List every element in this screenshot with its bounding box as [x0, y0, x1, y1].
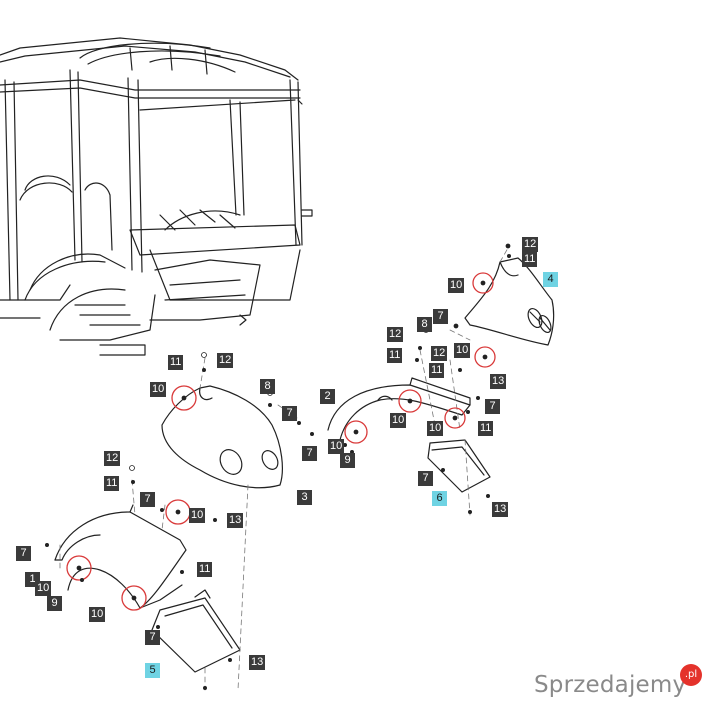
watermark-text: Sprzedajemy [534, 672, 687, 698]
callout-label: 11 [104, 476, 120, 491]
callout-label: 11 [429, 363, 445, 378]
part-3-cover [161, 385, 283, 489]
callout-label: 11 [478, 421, 494, 436]
callout-label: 13 [490, 374, 507, 389]
callout-label: 10 [427, 421, 444, 436]
callout-label: 9 [340, 453, 355, 468]
callout-label: 12 [387, 327, 404, 342]
callout-label-part-4: 4 [543, 272, 558, 287]
callout-label: 11 [168, 355, 184, 370]
callout-label: 7 [418, 471, 433, 486]
part-4-cover [464, 257, 555, 346]
callout-label: 12 [431, 346, 448, 361]
callout-label: 13 [249, 655, 266, 670]
callout-label: 7 [145, 630, 160, 645]
callout-label: 11 [522, 252, 538, 267]
callout-label: 11 [197, 562, 213, 577]
callout-label: 10 [328, 439, 345, 454]
callout-label: 11 [387, 348, 403, 363]
callout-label: 7 [433, 309, 448, 324]
callout-label: 12 [104, 451, 121, 466]
callout-label: 8 [260, 379, 275, 394]
callout-label: 10 [35, 581, 52, 596]
callout-label: 12 [522, 237, 539, 252]
callout-label: 10 [454, 343, 471, 358]
cab-frame [0, 37, 313, 356]
callout-label: 10 [189, 508, 206, 523]
callout-label: 10 [448, 278, 465, 293]
callout-label: 7 [16, 546, 31, 561]
callout-label: 10 [150, 382, 167, 397]
callout-label: 7 [282, 406, 297, 421]
part-5-plate [151, 589, 241, 673]
callout-label: 7 [302, 446, 317, 461]
part-1-fender [54, 504, 187, 609]
callout-label: 10 [89, 607, 106, 622]
watermark-badge: .pl [680, 664, 702, 686]
callout-label: 9 [47, 596, 62, 611]
callout-label: 7 [140, 492, 155, 507]
part-6-plate [427, 439, 491, 493]
callout-label: 7 [485, 399, 500, 414]
callout-label-part-6: 6 [432, 491, 447, 506]
callout-label: 12 [217, 353, 234, 368]
callout-label: 13 [492, 502, 509, 517]
part-2-fender [327, 377, 471, 441]
red-highlight-circles [66, 272, 496, 611]
callout-label: 3 [297, 490, 312, 505]
callout-label: 2 [320, 389, 335, 404]
callout-label: 8 [417, 317, 432, 332]
fasteners [45, 243, 511, 691]
callout-label-part-5: 5 [145, 663, 160, 678]
callout-label: 13 [227, 513, 244, 528]
callout-label: 10 [390, 413, 407, 428]
